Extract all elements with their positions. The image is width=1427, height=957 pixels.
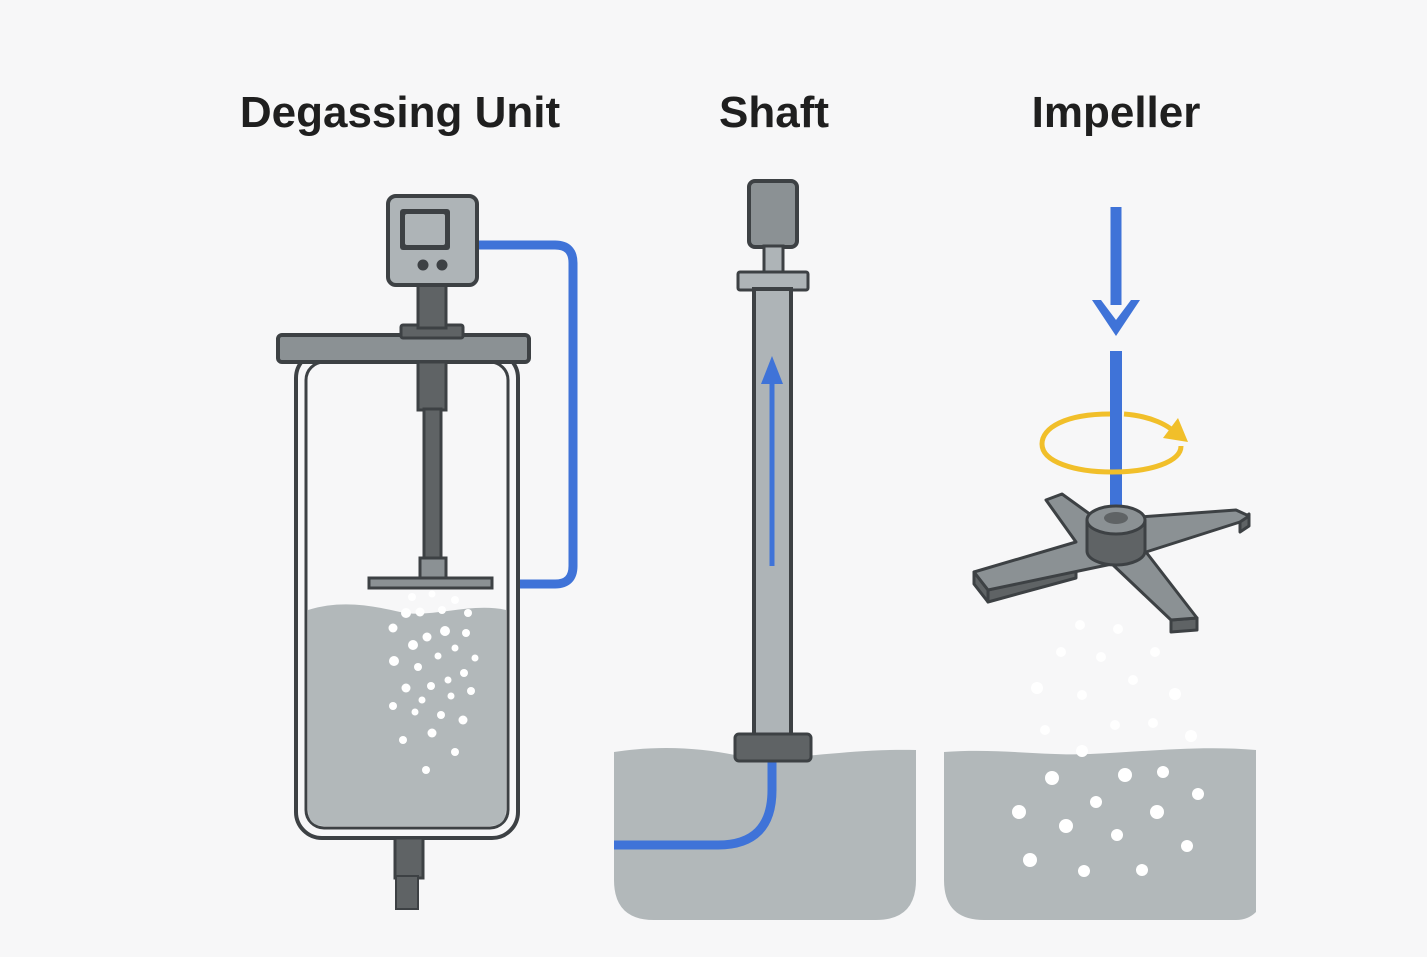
flow-arrow-icon xyxy=(761,356,783,566)
tank-impeller-disc xyxy=(367,576,494,590)
tank-vessel xyxy=(294,350,520,840)
gas-bubble-icon xyxy=(388,590,479,774)
gas-bubble-icon xyxy=(1012,766,1204,877)
shaft-neck xyxy=(762,244,785,276)
impeller-hub xyxy=(1085,504,1147,567)
tank-shaft-upper xyxy=(416,360,448,412)
degassing-unit-title: Degassing Unit xyxy=(239,88,561,137)
rotation-arrow-icon xyxy=(1039,418,1188,475)
motor-neck xyxy=(416,282,448,330)
shaft-bottom-collar xyxy=(733,732,813,763)
impeller-liquid-bath xyxy=(944,748,1256,920)
flow-arrow-icon xyxy=(1092,207,1140,336)
impeller-panel xyxy=(944,207,1256,920)
tank-liquid xyxy=(308,604,506,826)
shaft-liquid-bath xyxy=(614,748,916,920)
control-panel-icon xyxy=(386,194,479,287)
impeller-title: Impeller xyxy=(1031,88,1201,137)
degassing-unit-panel xyxy=(276,194,578,910)
tank-drain-pipe xyxy=(395,875,419,910)
recirculation-hose xyxy=(476,240,578,589)
tank-shaft xyxy=(422,407,443,563)
shaft-panel xyxy=(614,179,916,920)
tank-drain-outlet xyxy=(393,836,425,880)
impeller-shaft xyxy=(1110,351,1122,516)
shaft-inlet-flow xyxy=(614,755,777,850)
shaft-top-cap xyxy=(747,179,799,249)
shaft-title: Shaft xyxy=(719,88,829,137)
gas-bubble-icon xyxy=(1031,620,1197,757)
